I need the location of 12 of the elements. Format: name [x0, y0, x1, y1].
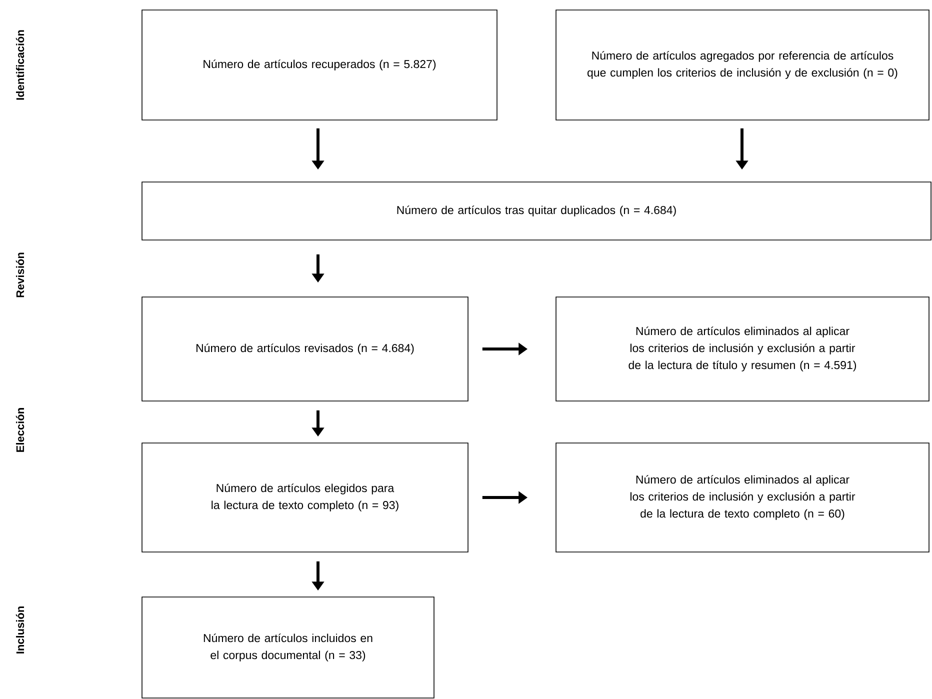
process-box: Número de artículos recuperados (n = 5.827) — [142, 10, 498, 120]
process-box: Número de artículos eliminados al aplicar los criterios de inclusión y exclusión a partir de la lectura de título y resumen (n = 4.591) — [556, 296, 930, 402]
process-box: Número de artículos eliminados al aplicar los criterios de inclusión y exclusión a partir de la lectura de texto completo (n = 60) — [556, 442, 930, 552]
process-box: Número de artículos tras quitar duplicados (n = 4.684) — [142, 182, 932, 240]
stage-label: Elección — [16, 408, 24, 452]
process-box: Número de artículos elegidos para la lectura de texto completo (n = 93) — [142, 442, 468, 552]
process-box: Número de artículos agregados por referencia de artículos que cumplen los criterios de inclusión y de exclusión (n = 0) — [556, 10, 930, 120]
stage-label: Revisión — [16, 252, 24, 298]
stage-label: Inclusión — [16, 606, 24, 654]
stage-label: Identificación — [16, 30, 24, 100]
process-box: Número de artículos revisados (n = 4.684) — [142, 296, 468, 402]
process-box: Número de artículos incluidos en el corpus documental (n = 33) — [142, 596, 434, 698]
